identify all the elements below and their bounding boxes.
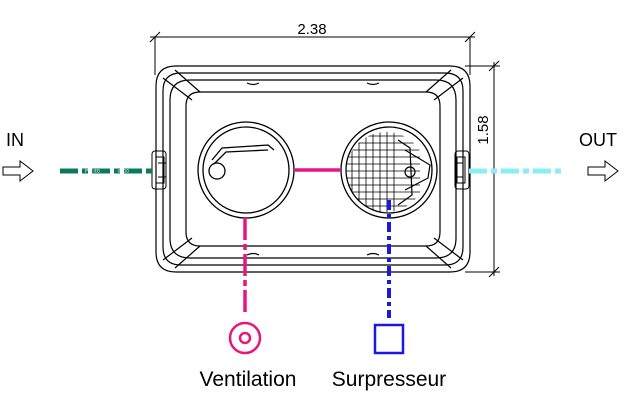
inlet-pipe-text-1: PVC-EG <box>85 169 100 174</box>
inlet-pipe-text-2: Ø110 <box>118 169 129 174</box>
ventilation-label: Ventilation <box>200 368 297 391</box>
in-label: IN <box>6 130 24 150</box>
height-value: 1.58 <box>475 115 492 144</box>
surpresseur-icon <box>373 323 405 355</box>
width-dimension <box>149 31 476 75</box>
outlet-fitting <box>454 150 470 190</box>
inlet-fitting <box>151 150 167 190</box>
filter-grid <box>346 132 420 212</box>
surpresseur-label: Surpresseur <box>332 368 446 391</box>
ventilation-icon <box>228 321 262 355</box>
tank-body <box>155 65 471 273</box>
out-label: OUT <box>579 130 617 150</box>
inlet-pipe: PVC-EG Ø110 <box>60 168 152 174</box>
out-arrow-icon <box>587 159 619 183</box>
in-arrow-icon <box>2 159 34 183</box>
width-value: 2.38 <box>297 21 326 38</box>
ventilation-chamber <box>197 121 295 219</box>
